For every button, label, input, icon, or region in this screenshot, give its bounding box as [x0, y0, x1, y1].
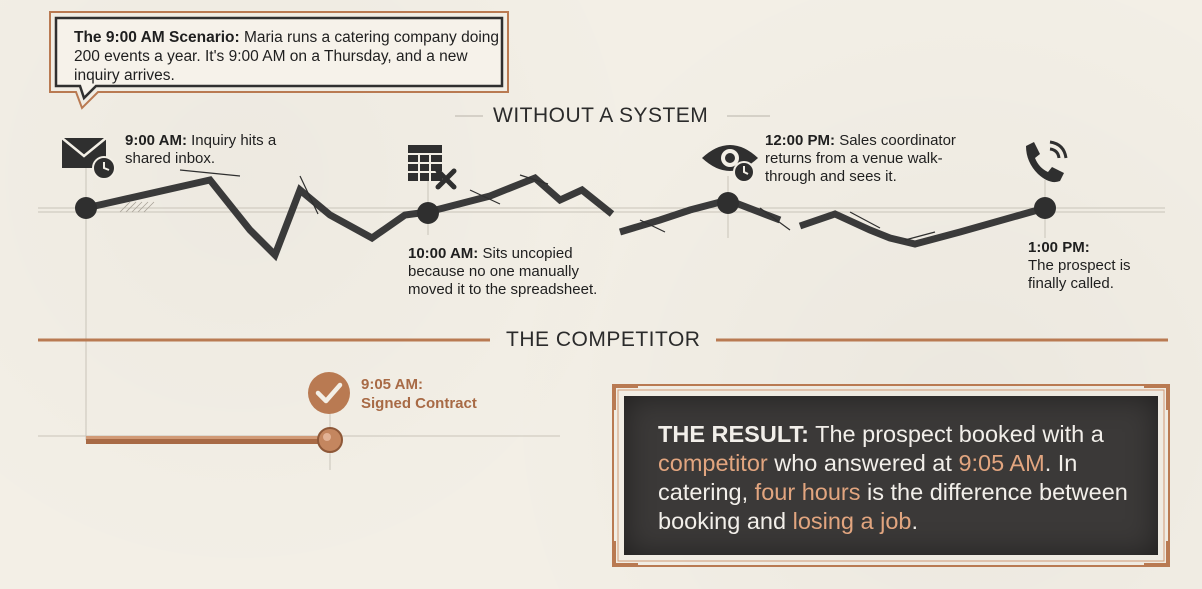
event-10am: 10:00 AM: Sits uncopied because no one m… [408, 245, 628, 299]
competitor-title: THE COMPETITOR [506, 328, 701, 351]
result-highlight-time: 9:05 AM [958, 450, 1045, 476]
event-12pm: 12:00 PM: Sales coordinator returns from… [765, 132, 980, 186]
node-10am [417, 202, 439, 224]
spreadsheet-x-icon [408, 145, 457, 190]
result-label: THE RESULT: [658, 421, 810, 447]
node-12pm [717, 192, 739, 214]
node-1pm [1034, 197, 1056, 219]
event-10am-time: 10:00 AM: [408, 245, 479, 262]
result-frame [612, 384, 1170, 567]
event-9am-text: Inquiry hits a shared inbox. [125, 132, 277, 167]
result-highlight-losing: losing a job [792, 508, 912, 534]
result-highlight-hours: four hours [754, 479, 861, 505]
event-9am: 9:00 AM: Inquiry hits a shared inbox. [125, 132, 295, 168]
result-panel [624, 396, 1158, 555]
check-circle-icon [308, 372, 350, 414]
node-9am [75, 197, 97, 219]
result-text: THE RESULT: The prospect booked with a c… [658, 420, 1138, 536]
event-9am-time: 9:00 AM: [125, 132, 187, 149]
event-12pm-text: Sales coordinator returns from a venue w… [765, 132, 956, 185]
eye-clock-icon [702, 145, 758, 183]
scenario-text: The 9:00 AM Scenario: Maria runs a cater… [74, 28, 499, 85]
result-part: is the difference between booking and [658, 479, 1128, 534]
title-rule-without [455, 115, 770, 117]
without-system-title: WITHOUT A SYSTEM [493, 104, 709, 127]
result-highlight-competitor: competitor [658, 450, 768, 476]
competitor-event: 9:05 AM: Signed Contract [361, 375, 477, 413]
scenario-body: Maria runs a catering company doing 200 … [74, 29, 500, 84]
result-part: who answered at [767, 450, 959, 476]
result-part: The prospect booked with a [809, 421, 1104, 447]
scenario-callout: The 9:00 AM Scenario: Maria runs a cater… [49, 11, 509, 110]
competitor-text: Signed Contract [361, 395, 477, 412]
event-10am-text: Sits uncopied because no one manually mo… [408, 245, 598, 298]
event-1pm-time: 1:00 PM: [1028, 239, 1090, 256]
callout-frame [49, 11, 509, 110]
event-12pm-time: 12:00 PM: [765, 132, 836, 149]
envelope-clock-icon [61, 137, 116, 180]
event-1pm: 1:00 PM:The prospect is finally called. [1028, 239, 1168, 293]
event-1pm-text: The prospect is finally called. [1028, 257, 1131, 292]
scenario-label: The 9:00 AM Scenario: [74, 29, 240, 46]
competitor-divider [38, 338, 1168, 342]
competitor-time: 9:05 AM: [361, 376, 423, 393]
result-part: . In catering, [658, 450, 1078, 505]
result-part: . [911, 508, 919, 534]
phone-ringing-icon [1026, 140, 1068, 183]
competitor-timeline-bar [86, 427, 343, 453]
